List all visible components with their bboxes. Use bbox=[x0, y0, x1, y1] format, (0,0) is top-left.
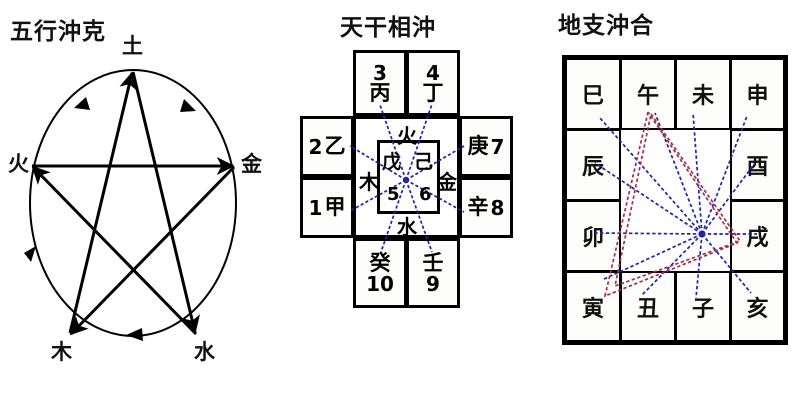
clash-line-you-mao bbox=[701, 162, 756, 235]
cell-stem-gui-char: 癸 bbox=[369, 250, 391, 275]
clash-line-wu-zi-a bbox=[654, 112, 703, 235]
cell-branch-xu[interactable]: 戌 bbox=[730, 200, 785, 272]
cell-branch-yin[interactable]: 寅 bbox=[565, 271, 621, 342]
combine-triangle-a bbox=[603, 111, 739, 298]
label-fire: 火 bbox=[8, 152, 29, 176]
arrow-water-to-fire bbox=[31, 165, 198, 336]
cell-stem-jia-char: 甲 bbox=[324, 195, 346, 219]
cell-stem-ren-char: 壬 bbox=[422, 250, 444, 275]
center-char-ji: 己 bbox=[414, 151, 434, 173]
panel-five-elements: 五行沖克 bbox=[0, 0, 280, 400]
cell-stem-geng[interactable]: 庚 7 bbox=[459, 116, 513, 177]
combine-triangle-b bbox=[613, 113, 742, 288]
cell-stem-bing-number: 3 bbox=[373, 60, 387, 85]
clash-line-yin-shen bbox=[601, 233, 703, 281]
label-metal: 金 bbox=[241, 152, 262, 176]
center-number-wu: 5 bbox=[387, 184, 400, 205]
cell-stem-xin-char: 辛 bbox=[467, 195, 489, 219]
clash-line-chen-xu bbox=[594, 162, 703, 235]
panel-heavenly-stems: 天干相沖 3 丙 4 丁 2 乙 1 bbox=[280, 0, 560, 400]
clash-line-shen-yin bbox=[701, 115, 748, 235]
clash-line-mao-you bbox=[594, 232, 703, 235]
cell-branch-wei[interactable]: 未 bbox=[675, 58, 731, 130]
panel-earthly-branches: 地支沖合 巳 午 未 申 辰 酉 卯 戌 寅 丑 子 亥 bbox=[548, 0, 800, 400]
ring-arrow-upper-right bbox=[180, 99, 196, 112]
cell-stem-ding-char: 丁 bbox=[422, 80, 444, 105]
cell-stem-ren[interactable]: 壬 9 bbox=[406, 238, 460, 308]
panel-title-earthly-branches: 地支沖合 bbox=[558, 13, 654, 39]
arrow-wood-to-earth bbox=[68, 71, 137, 334]
cell-stem-gui-number: 10 bbox=[366, 271, 394, 296]
cell-stem-xin[interactable]: 辛 8 bbox=[459, 177, 513, 238]
panel-title-five-elements: 五行沖克 bbox=[10, 19, 106, 45]
clash-line-hai-si bbox=[701, 233, 752, 294]
ring-arrow-left bbox=[24, 246, 36, 262]
cell-stem-yi-number: 2 bbox=[308, 134, 323, 159]
ring-arrow-upper-left bbox=[74, 97, 90, 110]
cell-stem-ding-number: 4 bbox=[426, 60, 440, 85]
cell-stem-yi-char: 乙 bbox=[324, 134, 346, 158]
cell-branch-hai[interactable]: 亥 bbox=[730, 271, 785, 342]
label-wood: 木 bbox=[51, 340, 72, 364]
element-label-fire: 火 bbox=[397, 124, 417, 148]
cell-stem-jia[interactable]: 1 甲 bbox=[300, 177, 354, 238]
cell-stem-bing-char: 丙 bbox=[369, 80, 391, 105]
cell-stem-yi[interactable]: 2 乙 bbox=[300, 116, 354, 177]
earthly-branches-lines-svg bbox=[594, 111, 757, 299]
cell-stem-ren-number: 9 bbox=[426, 271, 440, 296]
label-water: 水 bbox=[194, 340, 215, 364]
label-earth: 土 bbox=[122, 34, 143, 58]
arrow-metal-to-wood bbox=[69, 165, 236, 336]
center-char-wu: 戊 bbox=[382, 151, 402, 173]
cell-branch-shen[interactable]: 申 bbox=[730, 58, 785, 130]
cell-stem-ding[interactable]: 4 丁 bbox=[406, 50, 460, 116]
ring-arrow-bottom bbox=[126, 328, 143, 341]
panel-title-heavenly-stems: 天干相沖 bbox=[340, 15, 436, 41]
pentagram-circle bbox=[29, 69, 237, 337]
center-number-ji: 6 bbox=[419, 184, 432, 205]
element-label-metal: 金 bbox=[437, 170, 457, 194]
clash-line-wei-chou bbox=[692, 112, 703, 235]
cell-stem-xin-number: 8 bbox=[490, 195, 505, 220]
cell-stem-jia-number: 1 bbox=[308, 195, 323, 220]
element-label-water: 水 bbox=[397, 215, 417, 239]
cell-branch-wu[interactable]: 午 bbox=[620, 58, 676, 130]
element-label-wood: 木 bbox=[359, 170, 379, 194]
cell-stem-gui[interactable]: 癸 10 bbox=[353, 238, 407, 308]
five-elements-pentagram-svg bbox=[24, 69, 237, 341]
clash-line-si-hai bbox=[599, 117, 703, 235]
cell-branch-si[interactable]: 巳 bbox=[565, 58, 621, 130]
arrow-earth-to-water bbox=[131, 71, 200, 334]
cell-stem-bing[interactable]: 3 丙 bbox=[353, 50, 407, 116]
earthly-branches-grid: 巳 午 未 申 辰 酉 卯 戌 寅 丑 子 亥 bbox=[562, 55, 788, 345]
cell-stem-geng-number: 7 bbox=[490, 134, 505, 159]
cell-branch-chen[interactable]: 辰 bbox=[565, 129, 621, 201]
clash-line-zi-wu bbox=[695, 233, 703, 299]
clash-hub bbox=[698, 230, 706, 238]
cell-stem-geng-char: 庚 bbox=[467, 134, 489, 158]
